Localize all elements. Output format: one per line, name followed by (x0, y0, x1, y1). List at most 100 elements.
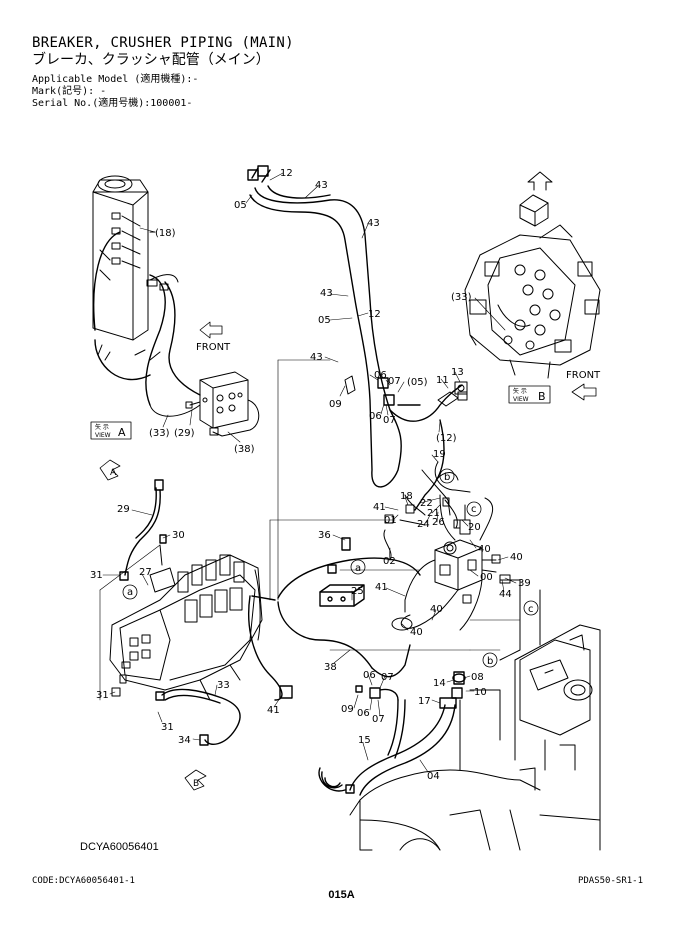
callout-label: 11 (436, 375, 449, 386)
callout-label: b (487, 656, 493, 667)
fitting-11-13-drawing (437, 381, 468, 407)
callout-label: 22 (420, 498, 433, 509)
title-japanese: ブレーカ、クラッシャ配管（メイン） (32, 52, 270, 68)
callout-label: 41 (375, 582, 388, 593)
callout-label: 07 (372, 714, 385, 725)
view-arrow-b: B (184, 769, 207, 791)
footer-code: CODE:DCYA60056401-1 (32, 876, 135, 886)
view-b-kanji: 矢 示 (513, 387, 527, 395)
view-a-letter: A (118, 426, 126, 439)
callout-label: 20 (468, 522, 481, 533)
callout-label: 36 (318, 530, 331, 541)
small-hose-loop-drawing (434, 461, 471, 529)
callout-label: 06 (357, 708, 370, 719)
front-arrow-2: FRONT (566, 370, 601, 401)
callout-label: 31 (96, 690, 109, 701)
hose-29-drawing (119, 479, 167, 581)
callout-label: 21 (427, 508, 440, 519)
callout-label: b (444, 472, 450, 483)
callout-label: 29 (117, 504, 130, 515)
applicable-model: Applicable Model (適用機種):- (32, 74, 199, 85)
callout-label: 43 (367, 218, 380, 229)
callout-label: 17 (418, 696, 431, 707)
callout-label: (33) (451, 292, 472, 303)
callout-label: 30 (172, 530, 185, 541)
control-tower-drawing (92, 175, 201, 417)
view-b-letter: B (538, 390, 546, 403)
callout-label: (33) (149, 428, 170, 439)
callout-label: 07 (381, 672, 394, 683)
callout-label: (29) (174, 428, 195, 439)
callout-label: 41 (267, 705, 280, 716)
meta-block: Applicable Model (適用機種):- Mark(記号): - Se… (32, 74, 294, 110)
boundary-lines (99, 359, 521, 701)
callout-label: 00 (480, 572, 493, 583)
control-valve-drawing (464, 171, 601, 379)
callout-label: 12 (368, 309, 381, 320)
callout-label: 34 (178, 735, 191, 746)
callout-label: 40 (430, 604, 443, 615)
mark: Mark(記号): - (32, 86, 107, 97)
callout-label: 43 (320, 288, 333, 299)
document-code: DCYA60056401 (80, 841, 159, 853)
callout-labels: 12 43 05 43 (18) 43 05 12 (33) 43 06 07 … (90, 168, 534, 782)
callout-label: 38 (324, 662, 337, 673)
callout-label: 15 (358, 735, 371, 746)
callout-label: 31 (90, 570, 103, 581)
callout-label: 24 (417, 519, 430, 530)
front-arrow-1: FRONT (196, 321, 231, 353)
callout-label: 09 (341, 704, 354, 715)
small-valve-block-drawing (185, 371, 260, 437)
base-frame-drawing (349, 579, 601, 851)
callout-label: 05 (318, 315, 331, 326)
callout-label: 08 (471, 672, 484, 683)
leader-lines (102, 172, 517, 773)
central-fittings-drawing (344, 375, 459, 561)
callout-label: 25 (351, 586, 364, 597)
callout-label: 04 (427, 771, 440, 782)
view-arrow-a-label: A (110, 468, 117, 478)
selector-valve-drawing (391, 494, 511, 631)
view-a-box: 矢 示 VIEW A (90, 421, 132, 440)
callout-label: 31 (161, 722, 174, 733)
hose-04-15-drawing (318, 671, 466, 796)
callout-label: 06 (374, 370, 387, 381)
callout-label: 19 (433, 449, 446, 460)
view-b-label: VIEW (513, 396, 529, 403)
callout-label: c (528, 604, 534, 615)
page-number: 015A (328, 889, 355, 901)
title-english: BREAKER, CRUSHER PIPING (MAIN) (32, 35, 294, 51)
callout-label: 40 (478, 544, 491, 555)
callout-label: (12) (436, 433, 457, 444)
callout-label: 09 (329, 399, 342, 410)
main-control-valve-drawing (109, 544, 263, 701)
view-a-label: VIEW (95, 432, 111, 439)
callout-label: a (355, 563, 361, 574)
callout-label: 07 (383, 415, 396, 426)
callout-label: 02 (383, 556, 396, 567)
view-arrow-a: A (99, 459, 121, 481)
serial-no: Serial No.(適用号機):100001- (32, 98, 193, 109)
callout-label: a (127, 587, 133, 598)
callout-label: 18 (400, 491, 413, 502)
view-arrow-b-label: B (193, 779, 199, 789)
header: BREAKER, CRUSHER PIPING (MAIN) ブレーカ、クラッシ… (32, 35, 294, 110)
view-b-box: 矢 示 VIEW B (508, 385, 551, 404)
callout-label: 13 (451, 367, 464, 378)
callout-label: 39 (518, 578, 531, 589)
callout-label: 40 (410, 627, 423, 638)
callout-label: 33 (217, 680, 230, 691)
footer-right-code: PDAS50-SR1-1 (577, 876, 643, 886)
callout-label: (18) (155, 228, 176, 239)
callout-label: 10 (474, 687, 487, 698)
callout-label: 26 (432, 517, 445, 528)
callout-label: 01 (384, 515, 397, 526)
callout-label: 27 (139, 567, 152, 578)
callout-circles (122, 468, 539, 668)
hose-38-drawing (248, 537, 421, 701)
hose-33-drawing (155, 688, 241, 746)
callout-label: 40 (510, 552, 523, 563)
callout-label: 44 (499, 589, 512, 600)
callout-label: 06 (369, 411, 382, 422)
